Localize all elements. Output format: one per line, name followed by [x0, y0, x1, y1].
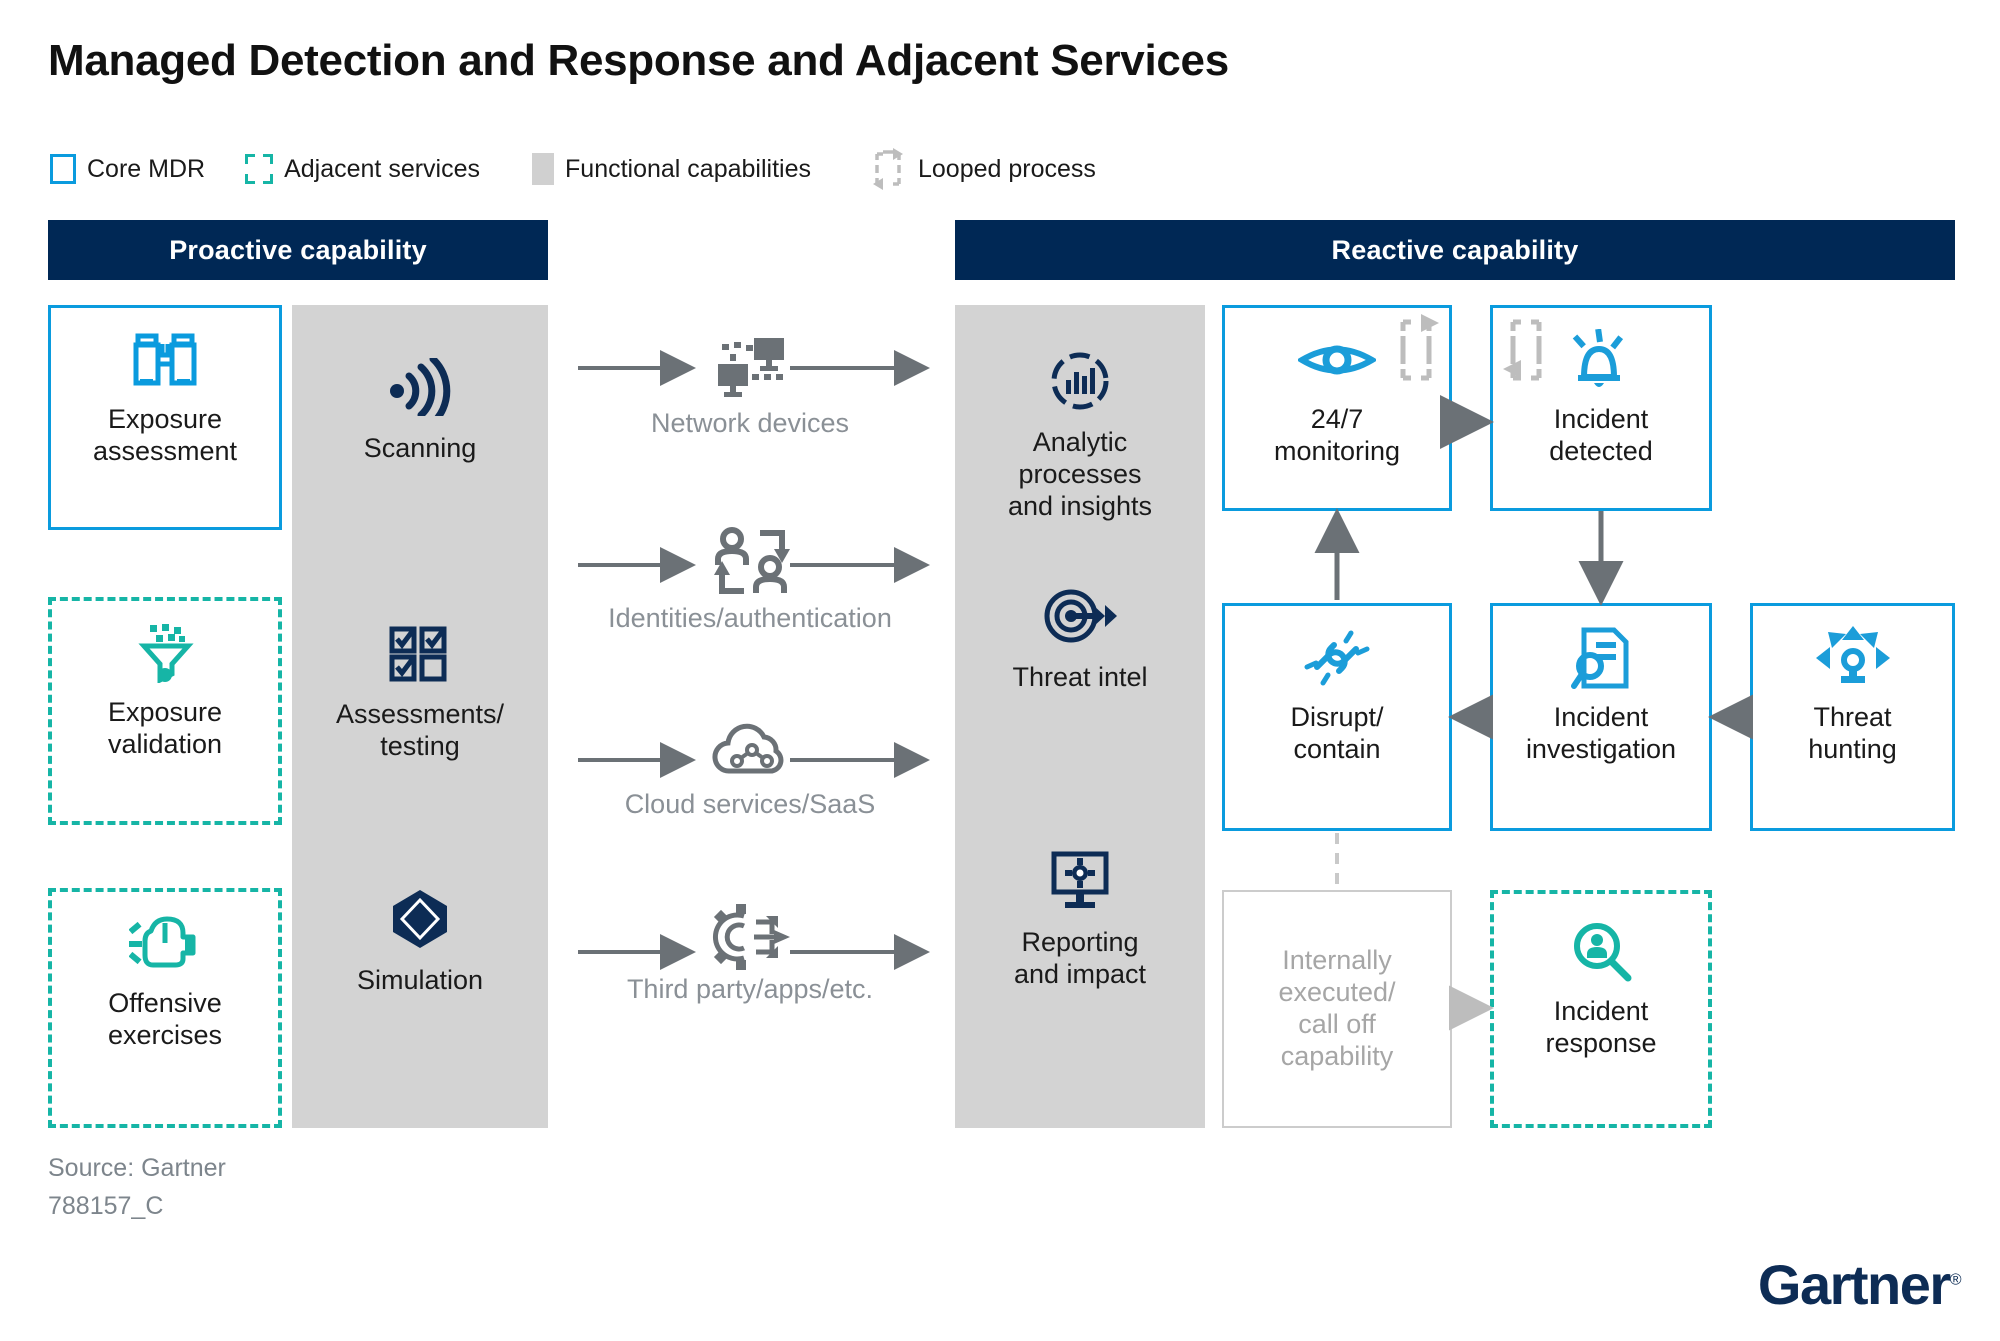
adjacent-services-swatch-icon	[245, 154, 274, 184]
functional-cell-assessments-testing: Assessments/ testing	[292, 617, 548, 763]
node-disrupt-contain[interactable]: Disrupt/ contain	[1222, 603, 1452, 831]
person-magnifier-icon	[1570, 916, 1632, 988]
legend-label-adjacent-services: Adjacent services	[284, 154, 481, 183]
gartner-logo-text: Gartner	[1757, 1253, 1951, 1316]
legend-label-looped-process: Looped process	[918, 154, 1096, 183]
legend-label-core-mdr: Core MDR	[87, 154, 206, 183]
node-exposure-assessment[interactable]: Exposure assessment	[48, 305, 282, 530]
flow-row-cloud-services-saas: Cloud services/SaaS	[560, 715, 940, 819]
monitor-gear-icon	[1049, 845, 1111, 917]
network-devices-icon	[710, 334, 792, 407]
functional-column-reactive: Analytic processes and insights Threat i…	[955, 305, 1205, 1128]
legend-item-core-mdr: Core MDR	[50, 154, 205, 184]
flow-row-network-devices: Network devices	[560, 330, 940, 438]
gartner-logo: Gartner®	[1757, 1252, 1962, 1317]
functional-label-reporting-and-impact: Reporting and impact	[1013, 927, 1147, 989]
node-exposure-validation[interactable]: Exposure validation	[48, 597, 282, 825]
functional-label-simulation: Simulation	[356, 965, 484, 995]
node-internally-executed-call-off-capability: Internally executed/ call off capability	[1222, 890, 1452, 1128]
flow-row-third-party-apps: Third party/apps/etc.	[560, 900, 940, 1004]
legend-label-functional-capabilities: Functional capabilities	[565, 154, 811, 183]
functional-label-assessments-testing: Assessments/ testing	[335, 699, 505, 761]
functional-label-scanning: Scanning	[363, 433, 477, 463]
functional-cell-scanning: Scanning	[292, 351, 548, 465]
node-label-offensive-exercises: Offensive exercises	[107, 988, 223, 1050]
functional-column-proactive: Scanning Assessments/ testing	[292, 305, 548, 1128]
node-incident-investigation[interactable]: Incident investigation	[1490, 603, 1712, 831]
node-24-7-monitoring[interactable]: 24/7 monitoring	[1222, 305, 1452, 511]
eye-icon	[1298, 324, 1376, 396]
flow-caption-cloud-services-saas: Cloud services/SaaS	[624, 789, 876, 819]
diamond-icon	[389, 883, 451, 955]
functional-cell-reporting-and-impact: Reporting and impact	[955, 845, 1205, 991]
node-offensive-exercises[interactable]: Offensive exercises	[48, 888, 282, 1128]
alert-bell-icon	[1566, 324, 1636, 396]
node-incident-detected[interactable]: Incident detected	[1490, 305, 1712, 511]
node-label-internally-executed: Internally executed/ call off capability	[1278, 945, 1396, 1071]
checklist-icon	[389, 617, 451, 689]
flow-caption-identities-authentication: Identities/authentication	[608, 603, 892, 633]
core-mdr-swatch-icon	[50, 154, 76, 184]
source-text: Source: Gartner	[48, 1154, 226, 1182]
signal-waves-icon	[387, 351, 453, 423]
legend: Core MDR Adjacent services Functional ca…	[50, 148, 1136, 190]
node-label-exposure-validation: Exposure validation	[107, 697, 223, 759]
node-label-exposure-assessment: Exposure assessment	[92, 404, 238, 466]
source-id: 788157_C	[48, 1191, 164, 1220]
functional-cell-simulation: Simulation	[292, 883, 548, 997]
node-label-incident-response: Incident response	[1545, 996, 1657, 1058]
flow-caption-third-party-apps: Third party/apps/etc.	[626, 974, 874, 1004]
functional-cell-analytic-processes: Analytic processes and insights	[955, 345, 1205, 523]
broken-link-icon	[1304, 622, 1370, 694]
node-threat-hunting[interactable]: Threat hunting	[1750, 603, 1955, 831]
legend-item-functional-capabilities: Functional capabilities	[532, 153, 811, 185]
page-title: Managed Detection and Response and Adjac…	[48, 36, 1229, 85]
flow-caption-network-devices: Network devices	[650, 408, 850, 438]
node-incident-response[interactable]: Incident response	[1490, 890, 1712, 1128]
analytics-dial-icon	[1049, 345, 1111, 417]
functional-capabilities-swatch-icon	[532, 153, 555, 185]
node-label-disrupt-contain: Disrupt/ contain	[1290, 702, 1384, 764]
node-label-incident-investigation: Incident investigation	[1525, 702, 1677, 764]
node-label-incident-detected: Incident detected	[1549, 404, 1653, 466]
legend-item-looped-process: Looped process	[869, 148, 1096, 190]
node-label-24-7-monitoring: 24/7 monitoring	[1273, 404, 1401, 466]
legend-item-adjacent-services: Adjacent services	[245, 154, 480, 184]
document-search-icon	[1570, 622, 1632, 694]
flow-row-identities-authentication: Identities/authentication	[560, 525, 940, 633]
looped-process-icon-monitoring	[1397, 314, 1441, 391]
functional-label-threat-intel: Threat intel	[1012, 662, 1148, 692]
band-proactive-capability: Proactive capability	[48, 220, 548, 280]
band-reactive-capability: Reactive capability	[955, 220, 1955, 280]
gear-integration-icon	[710, 902, 794, 977]
looped-process-swatch-icon	[869, 148, 907, 190]
functional-label-analytic-processes: Analytic processes and insights	[1007, 427, 1153, 521]
node-label-threat-hunting: Threat hunting	[1808, 702, 1897, 764]
binoculars-icon	[131, 324, 199, 396]
boxing-glove-icon	[129, 908, 201, 980]
functional-cell-threat-intel: Threat intel	[955, 580, 1205, 694]
identity-sync-icon	[710, 527, 796, 604]
funnel-icon	[134, 617, 196, 689]
looped-process-icon-detected	[1501, 314, 1545, 391]
target-arrow-icon	[1043, 580, 1117, 652]
cloud-nodes-icon	[712, 721, 792, 784]
threat-hunting-icon	[1815, 622, 1890, 694]
registered-mark-icon: ®	[1949, 1271, 1962, 1289]
source-attribution: Source: Gartner 788157_C	[48, 1150, 226, 1225]
